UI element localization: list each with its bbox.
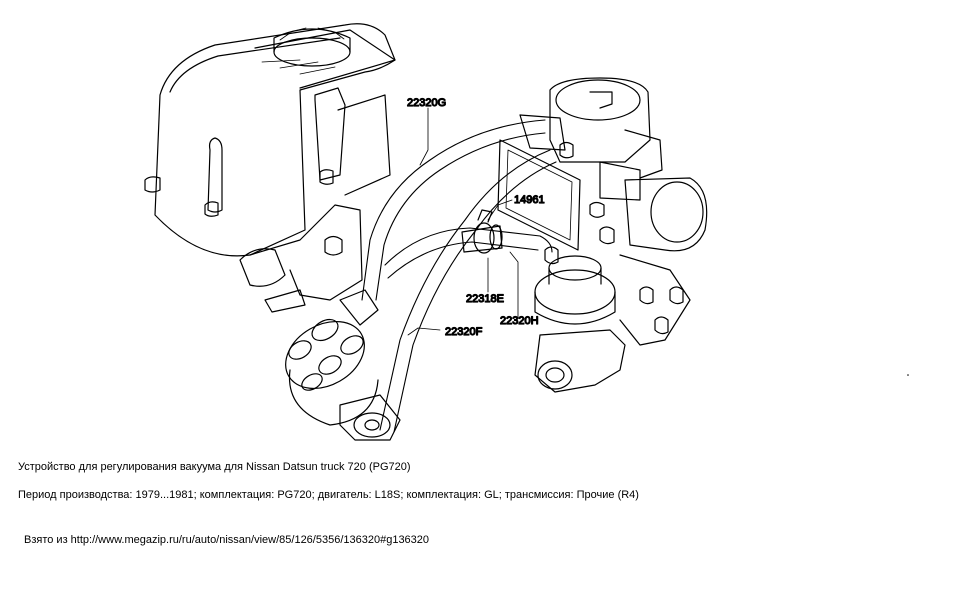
hose-22320f (379, 149, 551, 431)
label-14961: 14961 (514, 194, 545, 206)
egr-valve (534, 246, 691, 393)
vacuum-control-diagram: 22320G 14961 22318E 22320H 22320F (144, 23, 909, 441)
hose-22320h (384, 227, 553, 266)
label-22318e: 22318E (466, 293, 504, 305)
caption-source: Взято из http://www.megazip.ru/ru/auto/n… (24, 534, 430, 546)
caption-title: Устройство для регулирования вакуума для… (18, 461, 411, 473)
label-22320f: 22320F (445, 326, 483, 338)
stray-dot (907, 374, 909, 376)
callout-leaders (407, 107, 519, 336)
caption-period: Период производства: 1979...1981; компле… (18, 489, 639, 501)
engine-valve-cover (144, 23, 396, 326)
carburetor (497, 77, 708, 252)
vacuum-hoses (361, 119, 557, 433)
hose-22320g (361, 119, 546, 301)
label-22320g: 22320G (407, 97, 446, 109)
label-22320h: 22320H (500, 315, 539, 327)
oil-filler-cap (273, 27, 351, 67)
distributor (285, 318, 401, 441)
